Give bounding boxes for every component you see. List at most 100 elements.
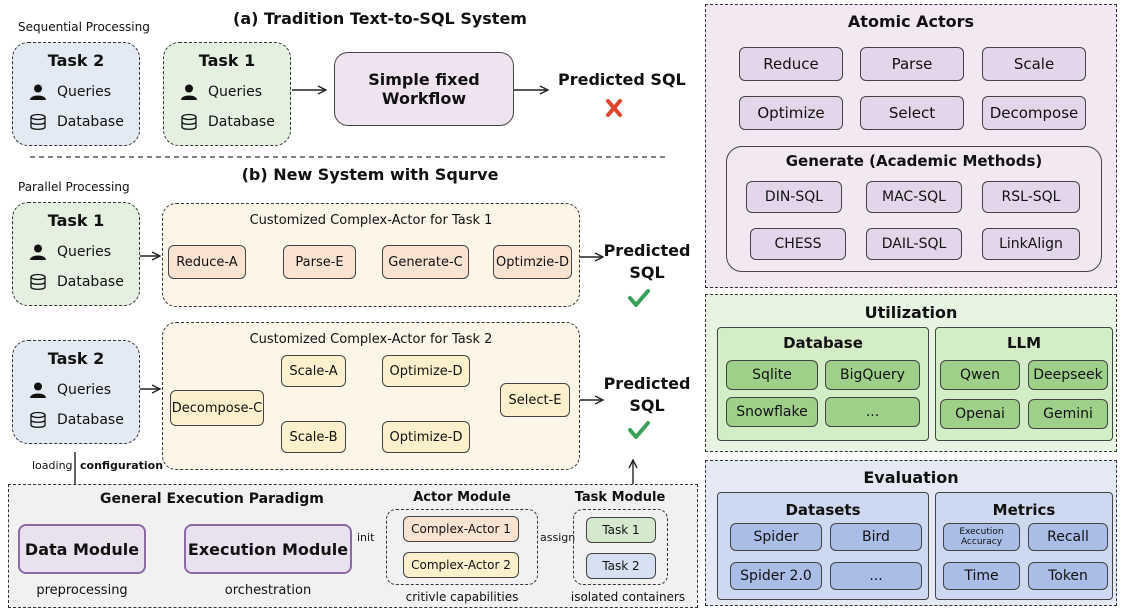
sequential-label: Sequential Processing [18,20,150,34]
task-title: Task 1 [47,210,105,230]
section-a-header: (a) Tradition Text-to-SQL System [233,8,527,28]
init-label: init [357,531,375,544]
llm-gemini: Gemini [1028,399,1108,429]
task-2-chip: Task 2 [586,553,656,579]
llm-deepseek: Deepseek [1028,360,1108,390]
complex-actor-1-title: Customized Complex-Actor for Task 1 [249,212,493,228]
user-icon [181,84,197,100]
evaluation-title: Evaluation [863,467,959,487]
utilization-title: Utilization [864,302,958,322]
actor-module-container [386,509,538,585]
select-e-node: Select-E [500,383,570,417]
generate-title: Generate (Academic Methods) [785,152,1043,170]
simple-fixed-workflow: Simple fixed Workflow [334,52,514,126]
task-module-title: Task Module [574,489,666,505]
actor-module-title: Actor Module [413,489,511,505]
metric-recall: Recall [1028,523,1108,551]
task-1-card-a: Task 1 Queries Database [163,42,291,146]
method-rsl-sql: RSL-SQL [982,181,1080,213]
queries-label: Queries [57,244,112,260]
critivle-label: critivle capabilities [405,590,519,604]
method-dail-sql: DAIL-SQL [866,228,962,260]
atomic-select: Select [860,96,964,130]
method-din-sql: DIN-SQL [746,181,842,213]
dataset-spider: Spider [730,523,822,551]
data-module: Data Module [18,524,146,574]
atomic-reduce: Reduce [739,47,843,81]
llm-openai: Openai [940,399,1020,429]
database-icon [30,273,46,290]
user-icon [30,382,46,398]
complex-actor-2-title: Customized Complex-Actor for Task 2 [249,331,493,347]
method-linkalign: LinkAlign [982,228,1080,260]
queries-label: Queries [208,84,263,100]
generate-c-node: Generate-C [382,245,469,279]
database-label: Database [57,114,124,130]
dataset-spider-2: Spider 2.0 [730,562,822,590]
preprocessing-label: preprocessing [36,582,128,598]
parse-e-node: Parse-E [283,245,356,279]
metric-execution-accuracy: Execution Accuracy [943,523,1020,551]
optimize-d-node-b: Optimize-D [382,421,470,453]
atomic-decompose: Decompose [982,96,1086,130]
predicted-sql-1: Predicted SQL [603,241,691,282]
user-icon [30,244,46,260]
atomic-optimize: Optimize [739,96,843,130]
scale-b-node: Scale-B [281,421,346,453]
predicted-sql-a: Predicted SQL [558,70,686,89]
task-2-card-b: Task 2 Queries Database [12,340,140,444]
task-2-card-a: Task 2 Queries Database [12,42,140,146]
generate-group [726,146,1102,272]
db-bigquery: BigQuery [825,360,920,390]
complex-actor-1-chip: Complex-Actor 1 [403,516,519,542]
task-title: Task 1 [198,50,256,70]
predicted-sql-2: Predicted SQL [603,374,691,415]
database-title: Database [783,334,863,352]
db-more: ... [825,397,920,427]
database-label: Database [208,114,275,130]
paradigm-title: General Execution Paradigm [100,491,324,507]
check-icon [628,421,650,439]
datasets-title: Datasets [785,501,861,519]
loading-label: loading [32,459,73,472]
db-sqlite: Sqlite [726,360,818,390]
queries-label: Queries [57,382,112,398]
user-icon [30,84,46,100]
optimize-d-node: Optimzie-D [493,245,572,279]
task-title: Task 2 [47,348,105,368]
queries-label: Queries [57,84,112,100]
method-mac-sql: MAC-SQL [866,181,962,213]
llm-qwen: Qwen [940,360,1020,390]
decompose-c-node: Decompose-C [170,390,264,426]
dataset-bird: Bird [830,523,922,551]
atomic-scale: Scale [982,47,1086,81]
database-icon [30,113,46,130]
orchestration-label: orchestration [224,582,312,598]
atomic-parse: Parse [860,47,964,81]
reduce-a-node: Reduce-A [168,245,246,279]
dataset-more: ... [830,562,922,590]
task-title: Task 2 [47,50,105,70]
configuration-label: configuration [80,459,164,472]
database-label: Database [57,412,124,428]
assign-label: assign [540,531,576,544]
llm-title: LLM [1006,334,1042,352]
scale-a-node: Scale-A [281,355,346,387]
database-icon [181,113,197,130]
execution-module: Execution Module [184,524,352,574]
metric-time: Time [943,562,1020,590]
check-icon [628,289,650,307]
complex-actor-2-chip: Complex-Actor 2 [403,552,519,578]
atomic-actors-title: Atomic Actors [847,11,975,31]
task-module-container [573,509,668,585]
method-chess: CHESS [750,228,846,260]
database-icon [30,411,46,428]
parallel-label: Parallel Processing [18,180,130,194]
metric-token: Token [1028,562,1108,590]
task-1-chip: Task 1 [586,517,656,543]
cross-icon [606,99,622,117]
optimize-d-node-a: Optimize-D [382,355,470,387]
isolated-label: isolated containers [570,590,686,604]
db-snowflake: Snowflake [726,397,818,427]
database-label: Database [57,274,124,290]
